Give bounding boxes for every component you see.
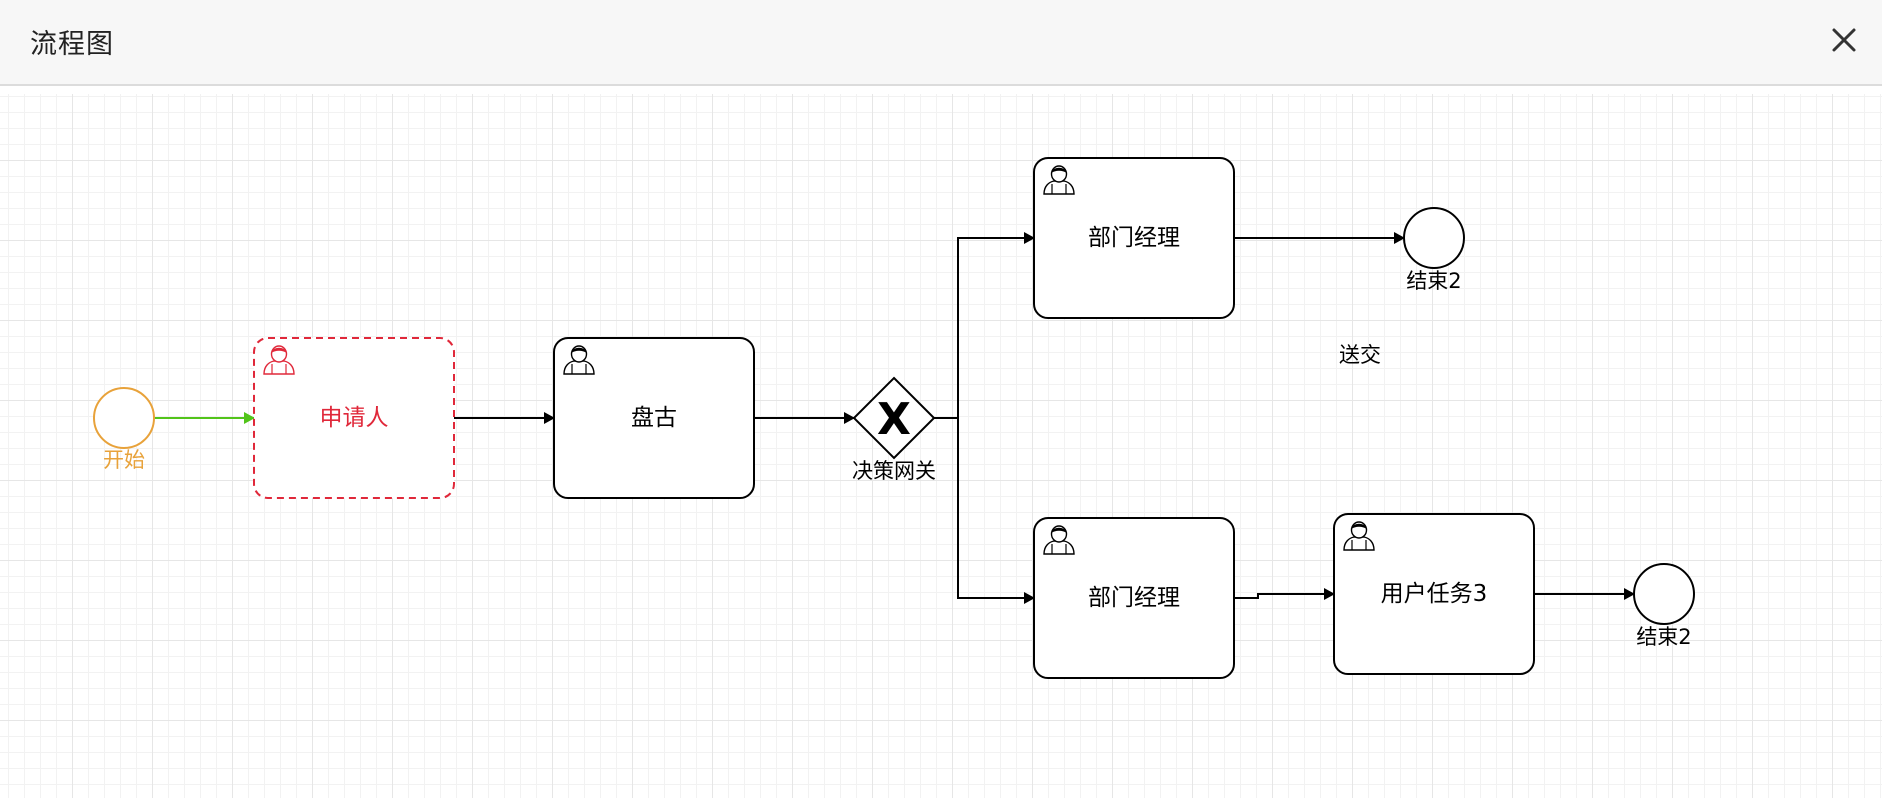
bpmn-diagram: 开始 申请人 盘古 X 决策网关 部门经理 部门经理 xyxy=(93,157,1695,679)
diagram-canvas[interactable]: 开始 申请人 盘古 X 决策网关 部门经理 部门经理 xyxy=(0,94,1882,798)
task-dept-manager-top[interactable] xyxy=(1033,157,1235,319)
flow-label-songjiao: 送交 xyxy=(1339,343,1381,367)
task-dept-manager-bottom-label: 部门经理 xyxy=(1088,585,1180,611)
end-event-top[interactable] xyxy=(1403,207,1465,269)
flow-gateway-to-manager-bottom xyxy=(957,418,1035,604)
task-applicant[interactable] xyxy=(253,337,455,499)
task-user3-label: 用户任务3 xyxy=(1381,581,1488,607)
flow-gateway-to-manager-top xyxy=(934,232,1035,419)
gateway-x-marker: X xyxy=(877,394,911,445)
gateway-label: 决策网关 xyxy=(852,459,936,483)
flow-manager-bottom-to-user3 xyxy=(1234,588,1335,600)
start-event-label: 开始 xyxy=(103,448,145,472)
start-event[interactable] xyxy=(93,387,155,449)
end-event-bottom[interactable] xyxy=(1633,563,1695,625)
dialog-header: 流程图 xyxy=(0,0,1882,86)
close-icon[interactable] xyxy=(1822,18,1866,62)
end-event-top-label: 结束2 xyxy=(1406,269,1461,293)
exclusive-gateway[interactable]: X xyxy=(852,376,936,460)
task-pangu[interactable] xyxy=(553,337,755,499)
task-dept-manager-bottom[interactable] xyxy=(1033,517,1235,679)
task-user3[interactable] xyxy=(1333,513,1535,675)
task-applicant-label: 申请人 xyxy=(320,405,389,431)
dialog-title: 流程图 xyxy=(30,29,114,60)
task-pangu-label: 盘古 xyxy=(631,405,677,431)
task-dept-manager-top-label: 部门经理 xyxy=(1088,225,1180,251)
end-event-bottom-label: 结束2 xyxy=(1636,625,1691,649)
